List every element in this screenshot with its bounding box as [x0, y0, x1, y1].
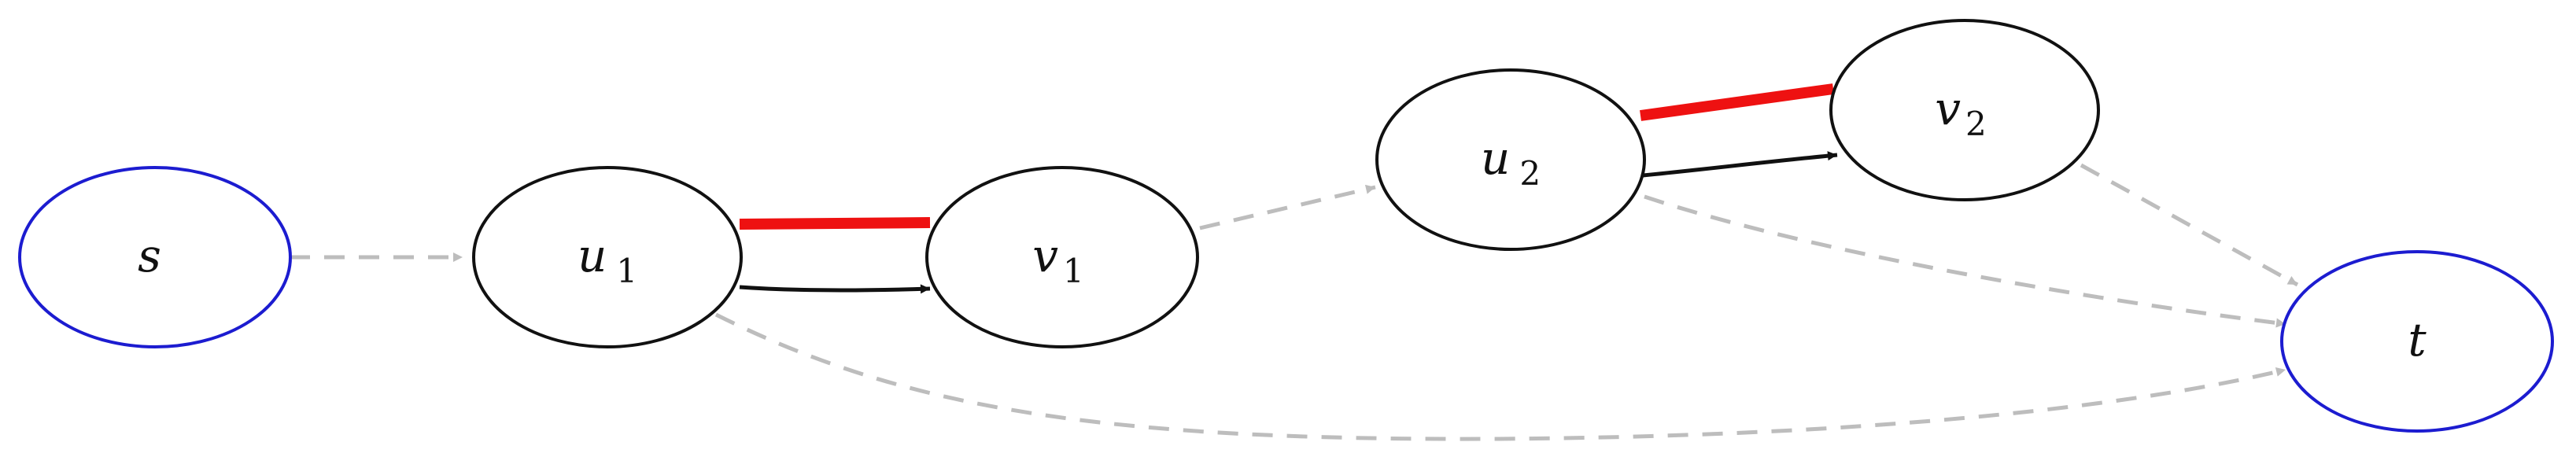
edge-u1-v1-highlight: [739, 217, 931, 230]
node-s: s: [18, 166, 292, 348]
edges-layer: [290, 83, 2299, 441]
node-t-label: t: [2408, 313, 2427, 367]
node-u2-ellipse: [1375, 68, 1646, 251]
edge-v1-u2: [1199, 184, 1376, 230]
edge-u2-v2-highlight: [1640, 83, 1834, 121]
node-t-ellipse: [2280, 250, 2554, 433]
node-u1-ellipse: [472, 166, 743, 348]
node-s-label: s: [138, 229, 161, 282]
node-t: t: [2280, 250, 2554, 433]
node-v1-ellipse: [925, 166, 1199, 348]
edge-u1-t: [714, 312, 2286, 441]
edge-v2-t: [2080, 163, 2299, 287]
node-s-ellipse: [18, 166, 292, 348]
edge-u2-v2-solid: [1642, 151, 1838, 178]
edge-u1-v1-solid: [739, 284, 931, 294]
node-v2-ellipse: [1829, 19, 2100, 201]
edge-u2-t: [1644, 194, 2286, 328]
